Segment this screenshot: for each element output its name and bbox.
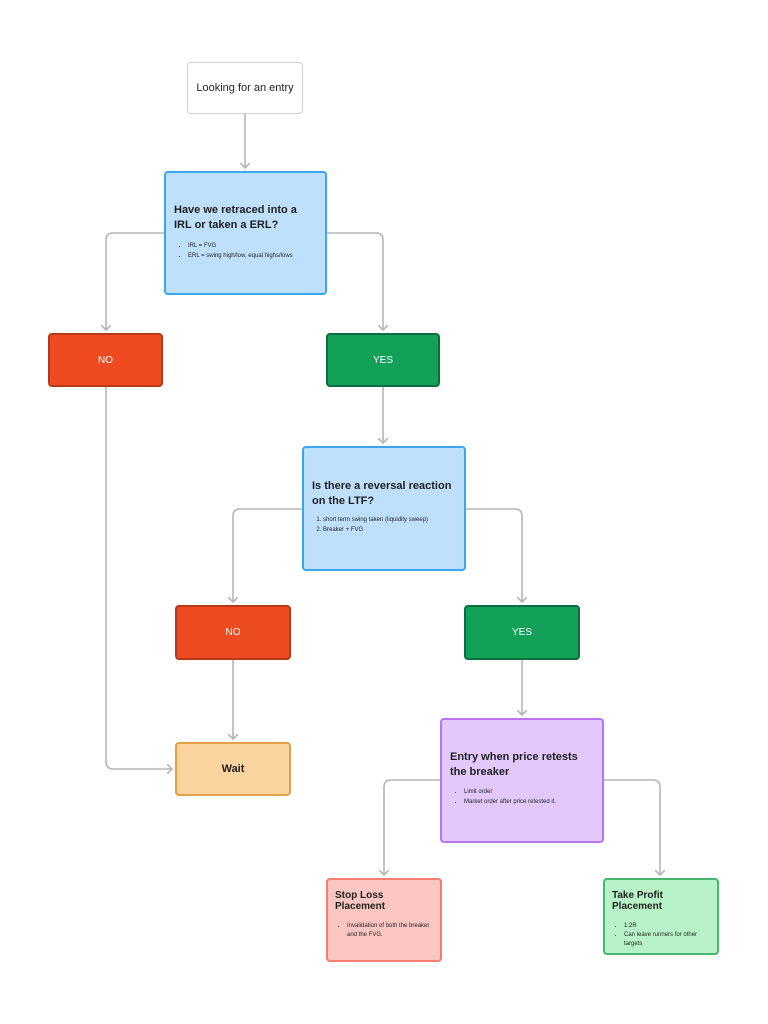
no-label: NO [98, 354, 113, 366]
wait-node: Wait [175, 742, 291, 796]
list-item: ERL = swing high/low, equal highs/lows [188, 251, 317, 261]
list-item: Limit order [464, 787, 594, 797]
yes-node-1: YES [326, 333, 440, 387]
take-profit-title: Take Profit Placement [612, 890, 663, 912]
wait-label: Wait [221, 763, 245, 775]
connector-q1-to-yes [327, 232, 383, 330]
list-item: Market order after price retested it. [464, 797, 594, 807]
list-item: IRL = FVG [188, 241, 317, 251]
question-reversal-title: Is there a reversal reaction on the LTF? [312, 480, 452, 507]
question-reversal-items: short term swing taken (liquidity sweep)… [312, 515, 456, 535]
list-item: Can leave runners for other targets [624, 931, 710, 949]
yes-label: YES [511, 627, 532, 638]
take-profit-bullets: 1:2R Can leave runners for other targets [612, 922, 710, 949]
connector-q1-to-no [106, 232, 164, 330]
connector-entry-to-takeprofit [604, 779, 660, 875]
list-item: 1:2R [624, 922, 710, 931]
no-node-1: NO [48, 333, 163, 387]
start-label: Looking for an entry [196, 82, 294, 94]
question-retrace-title: Have we retraced into a IRL or taken a E… [174, 204, 297, 231]
connector-q2-to-no [233, 508, 302, 602]
list-item: Invalidation of both the breaker and the… [347, 922, 433, 940]
connector-entry-to-stoploss [384, 779, 440, 875]
entry-title: Entry when price retests the breaker [450, 751, 578, 778]
stop-loss-node: Stop Loss Placement Invalidation of both… [326, 878, 442, 962]
no-label: NO [225, 627, 241, 638]
start-node: Looking for an entry [187, 62, 303, 114]
yes-label: YES [372, 354, 393, 366]
question-reversal-node: Is there a reversal reaction on the LTF?… [302, 446, 466, 571]
no-node-2: NO [175, 605, 291, 660]
connector-q2-to-yes [466, 508, 522, 602]
stop-loss-title: Stop Loss Placement [335, 890, 386, 912]
entry-bullets: Limit order Market order after price ret… [450, 787, 594, 807]
connector-no1-to-wait [105, 387, 172, 769]
take-profit-node: Take Profit Placement 1:2R Can leave run… [603, 878, 719, 955]
yes-node-2: YES [464, 605, 580, 660]
question-retrace-node: Have we retraced into a IRL or taken a E… [164, 171, 327, 295]
entry-node: Entry when price retests the breaker Lim… [440, 718, 604, 843]
question-retrace-bullets: IRL = FVG ERL = swing high/low, equal hi… [174, 241, 317, 261]
list-item: short term swing taken (liquidity sweep) [323, 515, 456, 525]
list-item: Breaker + FVG [323, 525, 456, 535]
stop-loss-bullets: Invalidation of both the breaker and the… [335, 922, 433, 940]
